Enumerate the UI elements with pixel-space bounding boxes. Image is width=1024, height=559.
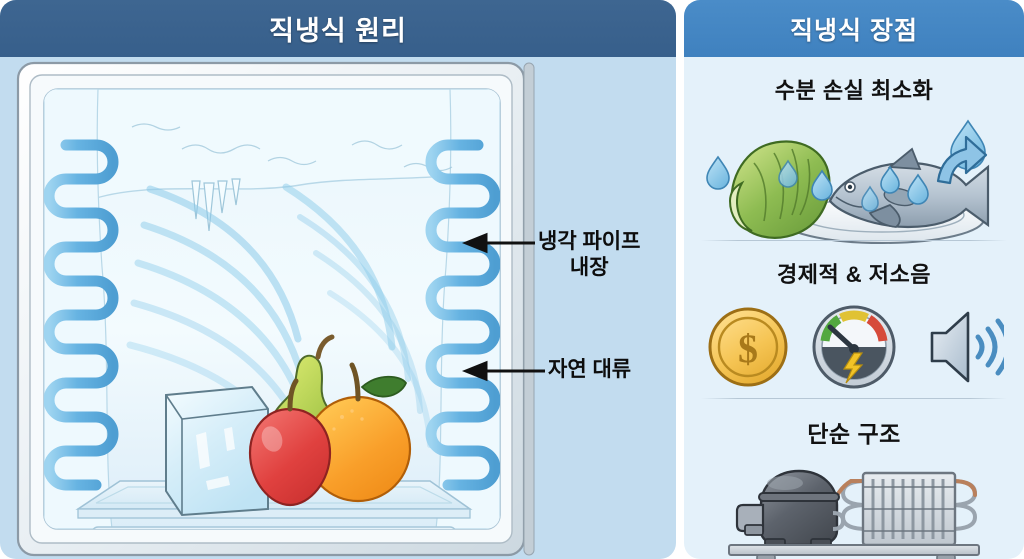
right-panel-title: 직냉식 장점 (790, 16, 918, 45)
refrigerator-svg (16, 61, 545, 557)
left-panel-title: 직냉식 원리 (269, 16, 407, 46)
base-plate (728, 544, 980, 559)
annotation-cooling-pipe-line2: 내장 (569, 256, 609, 280)
benefit-moisture-retention: 수분 손실 최소화 (684, 73, 1024, 249)
economic-illustration: $ (708, 305, 1004, 389)
icicles (191, 178, 241, 232)
dollar-sign-glyph: $ (738, 326, 758, 371)
benefits-list: 수분 손실 최소화 (684, 57, 1024, 559)
benefit-divider-1 (701, 240, 1007, 241)
annotation-arrows (461, 232, 545, 382)
annotation-natural-convection-line1: 자연 대류 (548, 358, 632, 381)
cabbage-icon (728, 140, 831, 239)
lower-drawer (91, 526, 457, 529)
benefit-title-economic: 경제적 & 저소음 (776, 262, 932, 287)
left-panel-header: 직냉식 원리 (0, 0, 676, 57)
annotation-cooling-pipe-line1: 냉각 파이프 (538, 230, 641, 253)
benefit-economic-low-noise: 경제적 & 저소음 (684, 257, 1024, 407)
benefit-art-moisture (684, 109, 1024, 249)
structure-illustration (728, 469, 980, 559)
annotation-cooling-pipe: 냉각 파이프 내장 (538, 229, 640, 282)
dollar-coin-icon: $ (708, 307, 788, 387)
benefit-art-economic: $ (684, 293, 1024, 397)
energy-gauge-icon (812, 305, 896, 389)
ice-cube (165, 385, 269, 517)
benefit-title-structure: 단순 구조 (807, 421, 901, 447)
right-panel-header: 직냉식 장점 (684, 0, 1024, 57)
benefit-simple-structure: 단순 구조 (684, 415, 1024, 559)
refrigerator-illustration: 냉각 파이프 내장 자연 대류 (0, 57, 676, 559)
speaker-icon (930, 311, 1004, 383)
benefit-divider-2 (701, 398, 1007, 399)
apple (248, 378, 332, 507)
cooling-pipe-right (425, 139, 500, 491)
condenser-coil-icon (861, 471, 957, 547)
benefit-title-moisture: 수분 손실 최소화 (774, 78, 934, 103)
right-panel-benefits: 직냉식 장점 수분 손실 최소화 (684, 0, 1024, 559)
fridge-interior (44, 89, 500, 529)
moisture-illustration (706, 119, 990, 244)
orange (304, 362, 412, 503)
cooling-pipe-left (44, 139, 119, 491)
benefit-art-structure (684, 453, 1024, 559)
moisture-up-arrow-icon (936, 135, 988, 185)
left-panel-principle: 직냉식 원리 (0, 0, 676, 559)
compressor-icon (735, 469, 846, 548)
annotation-natural-convection: 자연 대류 (548, 357, 631, 383)
